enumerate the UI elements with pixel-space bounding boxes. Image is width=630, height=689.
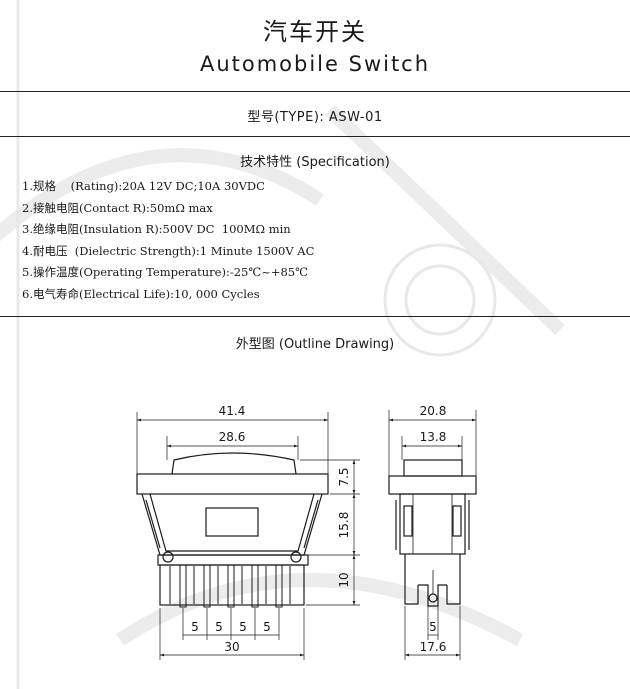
outline-drawing: 41.4 28.6 7.5 15.8 10 5 5 5 5 30 bbox=[136, 404, 477, 660]
dim-body-height: 15.8 bbox=[337, 512, 351, 539]
dim-cap-height: 7.5 bbox=[337, 467, 351, 486]
dim-pin-height: 10 bbox=[337, 572, 351, 587]
dim-pitch-1: 5 bbox=[191, 620, 199, 634]
spec-item-rating: 1.规格 (Rating):20A 12V DC;10A 30VDC bbox=[22, 179, 265, 193]
spec-item-insulation-resistance: 3.绝缘电阻(Insulation R):500V DC 100MΩ min bbox=[22, 222, 291, 236]
outline-title: 外型图 (Outline Drawing) bbox=[235, 337, 395, 352]
spec-item-dielectric-strength: 4.耐电压 (Dielectric Strength):1 Minute 150… bbox=[22, 243, 315, 258]
spec-item-operating-temperature: 5.操作温度(Operating Temperature):-25℃~+85℃ bbox=[22, 265, 308, 279]
dim-side-width: 20.8 bbox=[420, 404, 447, 418]
spec-item-electrical-life: 6.电气寿命(Electrical Life):10, 000 Cycles bbox=[22, 286, 260, 301]
dim-pitch-3: 5 bbox=[239, 620, 247, 634]
product-title-cn: 汽车开关 bbox=[263, 18, 367, 46]
dim-pitch-4: 5 bbox=[263, 620, 271, 634]
spec-list: 1.规格 (Rating):20A 12V DC;10A 30VDC 2.接触电… bbox=[22, 176, 314, 305]
dim-base-width: 30 bbox=[224, 640, 239, 654]
dim-side-pitch: 5 bbox=[429, 620, 437, 634]
side-view bbox=[388, 410, 477, 660]
dim-side-base-width: 17.6 bbox=[420, 640, 447, 654]
dim-overall-width: 41.4 bbox=[219, 404, 246, 418]
divider bbox=[0, 316, 630, 317]
dim-pitch-2: 5 bbox=[215, 620, 223, 634]
product-title-en: Automobile Switch bbox=[199, 52, 431, 76]
front-view bbox=[136, 412, 360, 660]
spec-title: 技术特性 (Specification) bbox=[240, 155, 390, 170]
spec-item-contact-resistance: 2.接触电阻(Contact R):50mΩ max bbox=[22, 200, 213, 215]
divider bbox=[0, 136, 630, 137]
divider bbox=[0, 91, 630, 92]
dim-cap-width: 28.6 bbox=[219, 430, 246, 444]
dim-side-cap-width: 13.8 bbox=[420, 430, 447, 444]
model-number: 型号(TYPE): ASW-01 bbox=[247, 110, 383, 125]
